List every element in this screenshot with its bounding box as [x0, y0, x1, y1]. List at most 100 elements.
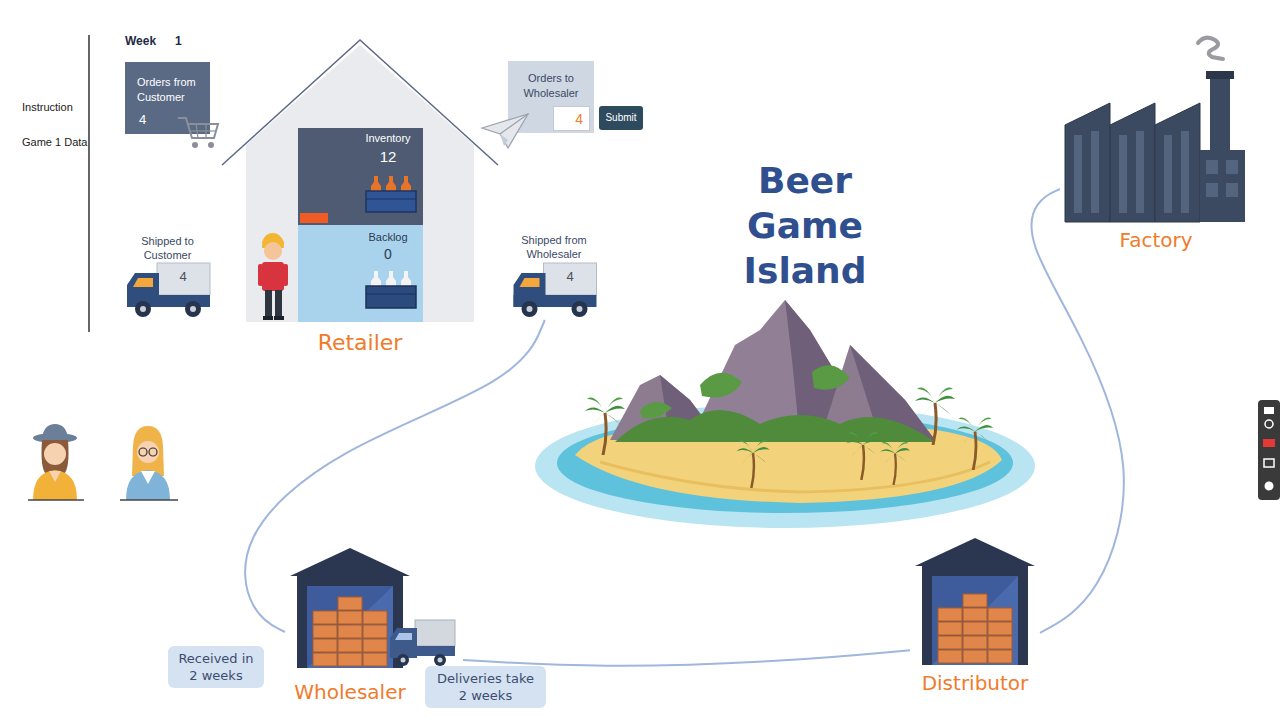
beer-crate-icon: [366, 271, 416, 308]
warehouse-building-shape: [390, 646, 455, 656]
warehouse-building-shape: [395, 633, 412, 640]
cart-icon: [178, 118, 218, 138]
shipment-truck: Shipped to Customer4: [120, 232, 215, 320]
factory-building-shape: [1060, 35, 1252, 255]
warehouse-building-shape: [290, 548, 410, 576]
beer-crate-icon: [386, 271, 396, 293]
shipment-truck-shape: [140, 306, 146, 312]
retailer-person: [258, 264, 263, 286]
player-avatar: [33, 470, 77, 500]
warehouse-building-shape: [963, 650, 987, 663]
beer-crate-icon: [401, 271, 411, 293]
warehouse-building-shape: [938, 650, 962, 663]
shipment-truck-shape: [135, 301, 151, 317]
warehouse-building-shape: [963, 594, 987, 607]
panel-heading: Orders to Wholesaler: [513, 71, 589, 101]
warehouse-building-shape: [932, 576, 1018, 665]
factory-building-shape: [1155, 103, 1200, 222]
factory-building-shape: [1200, 150, 1245, 222]
paper-plane-icon: [482, 114, 528, 148]
cart-icon: [178, 118, 218, 148]
warehouse-building-shape: [297, 574, 403, 668]
flow-line: [463, 650, 910, 666]
retailer-person: [264, 242, 282, 260]
shipment-value: 4: [555, 269, 585, 285]
retailer-house: RetailerInventory12Backlog0: [222, 40, 498, 358]
island-illustration: [880, 442, 910, 485]
warehouse-building-shape: [988, 650, 1012, 663]
beer-crate-icon: [401, 176, 411, 198]
player-avatar: [149, 448, 157, 456]
inventory-marker: [300, 213, 328, 223]
paper-plane-icon: [482, 114, 528, 148]
warehouse-building-shape: [307, 586, 393, 668]
beer-crate-icon: [366, 293, 416, 294]
warehouse-building-shape: [963, 608, 987, 621]
warehouse-building-shape: [338, 653, 362, 666]
shipment-value: 4: [168, 269, 198, 285]
panel-heading: Inventory: [343, 131, 433, 145]
role-label: Wholesaler: [285, 679, 415, 705]
shipment-truck: Shipped from Wholesaler4: [508, 230, 600, 320]
player-avatar: [28, 499, 84, 501]
warehouse-building-shape: [963, 636, 987, 649]
factory-building-shape: [1210, 75, 1230, 150]
factory-building-shape: [1110, 103, 1155, 222]
role-label: Distributor: [910, 670, 1040, 696]
shipment-truck-shape: [185, 301, 201, 317]
player-avatar: [42, 440, 69, 474]
warehouse-building-shape: [988, 622, 1012, 635]
shipment-truck-shape: [157, 263, 210, 295]
warehouse-building-shape: [363, 653, 387, 666]
shipment-truck-shape: [190, 306, 196, 312]
beer-crate-icon: [366, 176, 416, 212]
factory-building-shape: [1226, 160, 1238, 174]
retailer-person: [258, 233, 288, 320]
delay-note: Deliveries take 2 weeks: [425, 666, 546, 708]
factory-building-shape: [1206, 160, 1218, 174]
inventory-panel: Inventory12: [298, 128, 423, 225]
factory-building-shape: [1206, 71, 1234, 79]
warehouse-building-shape: [963, 622, 987, 635]
beer-crate-icon: [366, 191, 416, 212]
player-avatar: [42, 424, 68, 438]
shipment-truck-shape: [520, 278, 540, 287]
factory-building-shape: [1164, 135, 1172, 213]
warehouse-building-shape: [363, 639, 387, 652]
warehouse-building-shape: [988, 608, 1012, 621]
factory-building-shape: [1065, 103, 1110, 222]
retailer-person: [262, 262, 284, 291]
island-illustration: [915, 388, 955, 445]
side-toolbar: [1258, 400, 1280, 500]
shipment-truck-shape: [527, 306, 533, 312]
beer-crate-icon: [366, 198, 416, 199]
beer-crate-icon: [386, 176, 396, 198]
warehouse-building-shape: [938, 636, 962, 649]
retailer-person: [274, 316, 284, 320]
island-illustration: [700, 373, 742, 398]
player-avatar: [120, 426, 178, 500]
retailer-person: [265, 290, 272, 318]
retailer-person: [262, 233, 284, 246]
menu-item: Instruction: [22, 101, 73, 113]
warehouse-building-shape: [363, 625, 387, 638]
warehouse-building-shape: [338, 625, 362, 638]
beer-crate-icon: [371, 271, 381, 293]
paper-plane-icon: [500, 134, 508, 146]
role-label: Retailer: [222, 329, 498, 357]
menu-divider: [88, 35, 90, 332]
factory-building: Factory: [1060, 35, 1252, 255]
game-title: Beer Game Island: [712, 158, 898, 293]
warehouse-building-shape: [938, 622, 962, 635]
player-avatar: [126, 470, 170, 500]
player-avatar: [28, 424, 84, 500]
player-avatar: [139, 448, 147, 456]
player-avatar: [44, 443, 66, 465]
shipment-truck-shape: [544, 263, 597, 295]
warehouse-building-shape: [338, 611, 362, 624]
retailer-person: [283, 264, 288, 286]
island-illustration: [957, 417, 994, 470]
island-illustration: [585, 398, 625, 455]
warehouse-building-shape: [915, 538, 1035, 566]
